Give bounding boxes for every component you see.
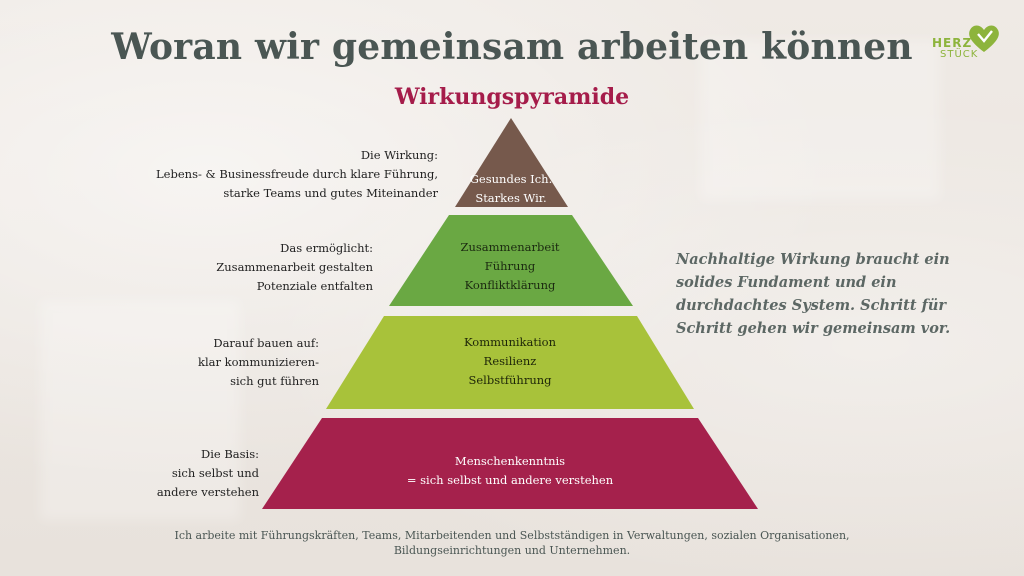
pyramid-level-base <box>262 418 758 509</box>
pyramid-title: Wirkungspyramide <box>394 84 630 110</box>
pyramid-level-top <box>455 118 568 207</box>
logo: HERZ STÜCK <box>930 22 1010 66</box>
pyramid-level-third <box>326 316 694 409</box>
heart-icon <box>969 25 999 52</box>
pyramid-level-third-text: Kommunikation Resilienz Selbstführung <box>464 335 556 387</box>
page-title: Woran wir gemeinsam arbeiten können <box>111 26 913 68</box>
side-label-basis: Die Basis: sich selbst und andere verste… <box>156 447 259 499</box>
logo-text: STÜCK <box>940 49 979 60</box>
pyramid-level-top-text: Gesundes Ich. Starkes Wir. <box>469 172 553 205</box>
quote-text: Nachhaltige Wirkung braucht ein solides … <box>676 251 951 337</box>
pyramid-level-base-text: Menschenkenntnis = sich selbst und ander… <box>406 454 614 487</box>
side-label-aufbauen: Darauf bauen auf: klar kommunizieren- si… <box>198 336 319 388</box>
pyramid-level-second <box>389 215 633 306</box>
window-light-reflection <box>700 40 940 200</box>
side-label-ermoeglicht: Das ermöglicht: Zusammenarbeit gestalten… <box>216 241 373 293</box>
footer-text: Ich arbeite mit Führungskräften, Teams, … <box>174 529 850 557</box>
pyramid-level-second-text: Zusammenarbeit Führung Konfliktklärung <box>460 240 560 292</box>
window-light-reflection <box>40 300 240 520</box>
logo-text: HERZ <box>932 36 973 50</box>
side-label-wirkung: Die Wirkung: Lebens- & Businessfreude du… <box>156 148 438 200</box>
